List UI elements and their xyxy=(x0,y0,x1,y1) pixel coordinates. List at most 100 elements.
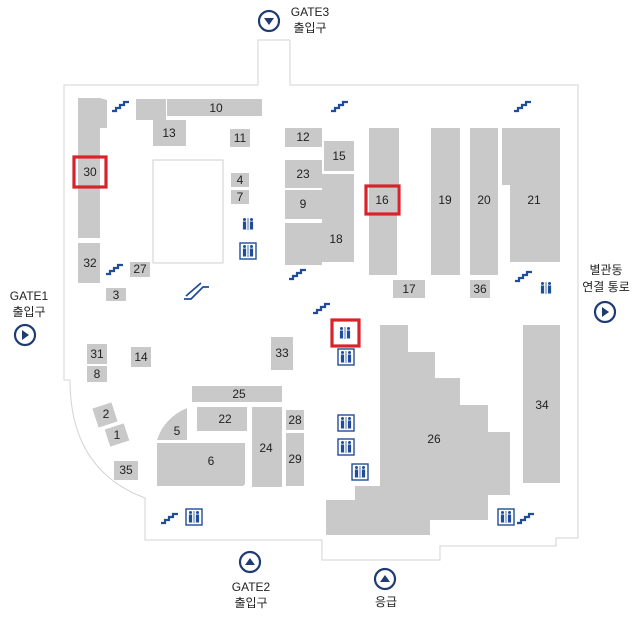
restroom-icon xyxy=(337,414,355,432)
room-20-block[interactable] xyxy=(470,128,498,275)
gate1[interactable]: GATE1 출입구 xyxy=(10,289,49,347)
room-23-block[interactable] xyxy=(285,160,322,188)
room-label-20: 20 xyxy=(477,193,491,207)
room-label-5: 5 xyxy=(174,424,181,438)
room-10-block[interactable] xyxy=(167,99,262,116)
room-17-block[interactable] xyxy=(393,280,425,298)
room-label-13: 13 xyxy=(162,126,176,140)
room-28-block[interactable] xyxy=(286,410,304,430)
annex-label: 별관동 xyxy=(589,263,622,277)
room-36-block[interactable] xyxy=(470,280,490,298)
restroom-icon xyxy=(337,348,355,366)
emergency-label: 응급 xyxy=(375,595,397,609)
room-label-23: 23 xyxy=(296,167,310,181)
room-24-block[interactable] xyxy=(252,407,282,487)
room-label-21: 21 xyxy=(527,193,541,207)
gate3-sublabel: 출입구 xyxy=(293,21,326,35)
room-label-22: 22 xyxy=(218,412,232,426)
room-label-2: 2 xyxy=(103,407,110,421)
room-22-block[interactable] xyxy=(197,407,247,431)
room-label-12: 12 xyxy=(296,130,310,144)
room-7-block[interactable] xyxy=(231,190,249,204)
room-31-block[interactable] xyxy=(87,344,107,364)
room-label-6: 6 xyxy=(208,454,215,468)
room-label-32: 32 xyxy=(83,256,97,270)
room-label-18: 18 xyxy=(329,232,343,246)
room-30-block[interactable] xyxy=(78,98,100,238)
room-8-block[interactable] xyxy=(87,366,107,382)
room-4-block[interactable] xyxy=(231,173,249,187)
room-label-19: 19 xyxy=(438,193,452,207)
room-3-block[interactable] xyxy=(106,288,126,301)
room-label-36: 36 xyxy=(473,282,487,296)
room-27-block[interactable] xyxy=(130,262,150,277)
room-16-block-b[interactable] xyxy=(369,128,399,188)
room-21-block[interactable] xyxy=(502,128,560,262)
room-label-14: 14 xyxy=(134,350,148,364)
room-12-block[interactable] xyxy=(285,128,322,147)
restroom-icon xyxy=(185,508,203,526)
room-label-24: 24 xyxy=(259,441,273,455)
stairs-icon xyxy=(517,512,534,525)
room-14-block[interactable] xyxy=(131,347,151,367)
room-35-block[interactable] xyxy=(114,461,138,480)
room-label-31: 31 xyxy=(90,347,104,361)
room-label-16: 16 xyxy=(375,193,389,207)
gate3-label: GATE3 xyxy=(291,5,330,19)
room-15-block[interactable] xyxy=(324,141,354,171)
room-label-1: 1 xyxy=(114,428,121,442)
room-33-block[interactable] xyxy=(271,337,293,370)
room-label-9: 9 xyxy=(300,197,307,211)
room-18-block[interactable] xyxy=(285,174,354,265)
room-30-upper[interactable] xyxy=(78,98,107,128)
emergency-entrance[interactable]: 응급 xyxy=(373,567,397,609)
room-9-block[interactable] xyxy=(285,190,322,219)
room-19-block[interactable] xyxy=(431,128,460,275)
room-1-block[interactable] xyxy=(104,423,130,447)
room-label-30: 30 xyxy=(83,165,97,179)
gate2-arrow-up-icon xyxy=(245,558,255,565)
annex-connection[interactable]: 별관동 연결 통로 xyxy=(582,263,630,324)
room-29-block[interactable] xyxy=(286,433,304,486)
room-label-34: 34 xyxy=(535,398,549,412)
room-13-block[interactable] xyxy=(136,99,186,146)
room-34-block[interactable] xyxy=(523,325,560,483)
room-label-7: 7 xyxy=(237,190,244,204)
gate2-sublabel: 출입구 xyxy=(234,596,267,610)
room-2-block[interactable] xyxy=(92,402,118,428)
emergency-arrow-up-icon xyxy=(380,575,390,582)
room-label-25: 25 xyxy=(232,387,246,401)
room-6-block[interactable] xyxy=(157,443,245,486)
room-26-block[interactable] xyxy=(326,325,510,535)
room-5-block[interactable] xyxy=(157,408,187,440)
gate1-sublabel: 출입구 xyxy=(12,305,45,319)
room-label-33: 33 xyxy=(275,346,289,360)
stairs-icon xyxy=(161,512,178,525)
room-label-28: 28 xyxy=(288,413,302,427)
restroom-icon xyxy=(497,508,515,526)
room-25-block[interactable] xyxy=(192,386,282,402)
stairs-icons xyxy=(106,100,534,525)
stairs-icon xyxy=(106,263,123,276)
highlight-room-16 xyxy=(364,184,401,216)
restroom-icons xyxy=(185,218,552,526)
room-label-4: 4 xyxy=(237,173,244,187)
gate2[interactable]: GATE2 출입구 xyxy=(232,550,271,610)
stairs-icon xyxy=(331,100,348,113)
restroom-icon xyxy=(540,282,552,294)
room-label-27: 27 xyxy=(133,262,147,276)
room-label-26: 26 xyxy=(427,432,441,446)
room-32-block[interactable] xyxy=(78,243,100,283)
room-label-17: 17 xyxy=(402,282,416,296)
restroom-icon xyxy=(337,438,355,456)
room-label-15: 15 xyxy=(332,149,346,163)
gate1-arrow-right-icon xyxy=(22,330,29,340)
stairs-icon xyxy=(289,268,306,281)
restroom-icon xyxy=(242,218,254,230)
room-11-block[interactable] xyxy=(230,129,250,147)
room-label-35: 35 xyxy=(119,463,133,477)
gate3[interactable]: GATE3 출입구 xyxy=(257,5,330,35)
room-label-3: 3 xyxy=(113,288,120,302)
room-label-11: 11 xyxy=(234,131,247,145)
annex-arrow-right-icon xyxy=(602,307,609,317)
